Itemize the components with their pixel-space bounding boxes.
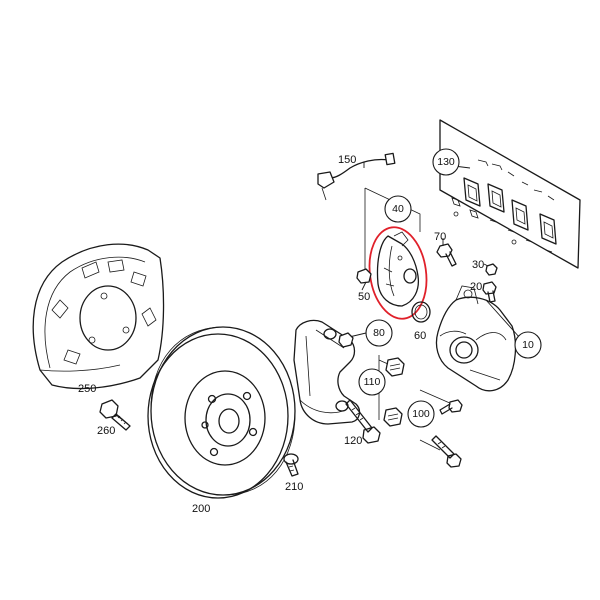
bolt-80: [338, 332, 354, 348]
nut-110-upper: [385, 357, 405, 377]
label-150: 150: [338, 154, 356, 166]
screw-70: [436, 238, 457, 267]
brake-disc-200: [147, 326, 296, 499]
bleed-screw-20: [482, 281, 497, 303]
label-70: 70: [434, 231, 446, 243]
label-210: 210: [285, 481, 303, 493]
o-ring-60: [411, 301, 431, 323]
callout-10: 10: [514, 331, 542, 359]
bolt-120: [345, 399, 381, 444]
callout-110: 110: [358, 368, 386, 396]
callout-80: 80: [365, 319, 393, 347]
label-60: 60: [414, 330, 426, 342]
nut-110-lower: [383, 407, 403, 427]
dust-shield-250: [32, 243, 165, 390]
svg-text:100: 100: [412, 408, 430, 420]
highlight-ring-40: [368, 226, 428, 320]
svg-text:110: 110: [364, 376, 381, 388]
label-30: 30: [472, 259, 484, 271]
bolt-50: [356, 268, 372, 291]
label-120: 120: [344, 435, 362, 447]
label-260: 260: [97, 425, 115, 437]
screw-210: [283, 453, 299, 477]
caliper-10: [435, 285, 521, 392]
label-50: 50: [358, 291, 370, 303]
callout-130: 130: [432, 148, 460, 176]
bolt-260: [99, 399, 131, 431]
label-250: 250: [78, 383, 96, 395]
bolt-100-upper: [439, 399, 463, 415]
svg-text:10: 10: [522, 339, 534, 351]
cap-30: [483, 263, 498, 276]
pad-set-box-130: [439, 119, 581, 269]
label-200: 200: [192, 503, 210, 515]
bolt-100-lower: [431, 435, 462, 468]
group-40-bracket-line: [364, 187, 421, 232]
label-20: 20: [470, 281, 482, 293]
svg-text:80: 80: [373, 327, 385, 339]
callout-40: 40: [384, 195, 412, 223]
svg-text:40: 40: [392, 203, 404, 215]
caliper-carrier: [293, 319, 361, 425]
wear-sensor-150: [317, 152, 396, 201]
callout-100: 100: [407, 400, 435, 428]
svg-text:130: 130: [437, 156, 455, 168]
actuator-plate-40: [376, 231, 420, 307]
bracket-100: [419, 389, 453, 451]
